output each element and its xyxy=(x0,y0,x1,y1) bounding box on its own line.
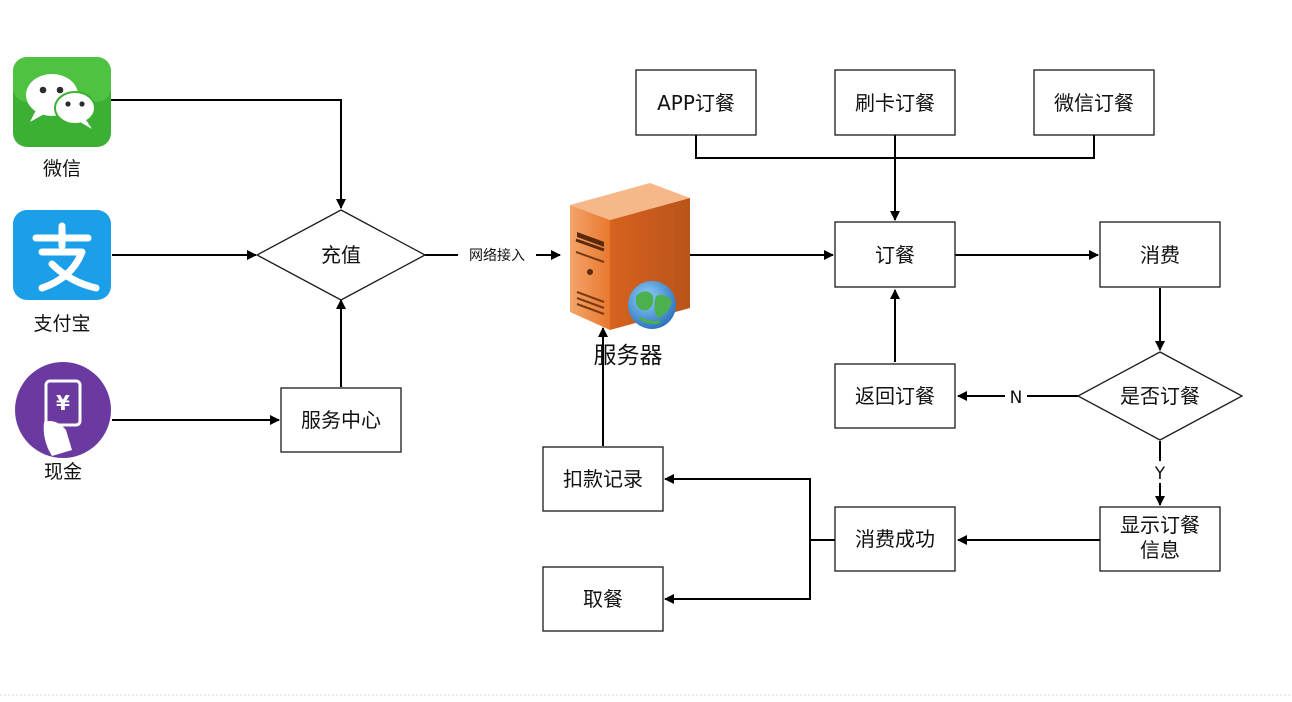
alipay-icon xyxy=(13,210,111,300)
edge-wechat-recharge xyxy=(110,99,346,209)
edge-split-deduct xyxy=(664,474,811,600)
card-order-label: 刷卡订餐 xyxy=(855,91,935,115)
cash-label: 现金 xyxy=(44,461,82,483)
order-box xyxy=(834,221,956,288)
consume-success-label: 消费成功 xyxy=(855,527,935,551)
server-label: 服务器 xyxy=(594,343,663,369)
consume-label: 消费 xyxy=(1140,243,1180,267)
pickup-box xyxy=(542,566,664,632)
decision-label: 是否订餐 xyxy=(1120,384,1200,408)
service-center-label: 服务中心 xyxy=(301,408,381,432)
cash-icon: ¥ xyxy=(15,362,111,458)
app-order-box xyxy=(635,69,757,136)
globe-icon xyxy=(628,281,676,329)
decision-diamond xyxy=(1076,351,1244,441)
app-order-label: APP订餐 xyxy=(657,91,735,115)
wechat-icon xyxy=(13,57,111,147)
wechat-order-box xyxy=(1033,69,1155,136)
show-order-box xyxy=(1099,506,1221,572)
recharge-diamond xyxy=(255,209,427,301)
edge-label-network: 网络接入 xyxy=(469,247,525,264)
show-order-label-line2: 信息 xyxy=(1140,538,1180,562)
deduct-record-box xyxy=(542,446,664,512)
pickup-label: 取餐 xyxy=(583,587,623,611)
alipay-label: 支付宝 xyxy=(33,313,90,335)
order-label: 订餐 xyxy=(875,243,915,267)
consume-box xyxy=(1099,221,1221,288)
edge-label-yes: Y xyxy=(1154,464,1166,484)
recharge-label: 充值 xyxy=(321,243,361,267)
consume-success-box xyxy=(834,506,956,572)
wechat-order-label: 微信订餐 xyxy=(1054,91,1134,115)
deduct-record-label: 扣款记录 xyxy=(563,467,643,491)
show-order-label-line1: 显示订餐 xyxy=(1120,513,1200,537)
svg-text:¥: ¥ xyxy=(56,391,70,415)
return-order-box xyxy=(834,363,956,429)
service-center-box xyxy=(280,387,402,453)
card-order-box xyxy=(834,69,956,136)
wechat-label: 微信 xyxy=(43,158,81,180)
edge-label-no: N xyxy=(1010,388,1023,408)
return-order-label: 返回订餐 xyxy=(855,384,935,408)
